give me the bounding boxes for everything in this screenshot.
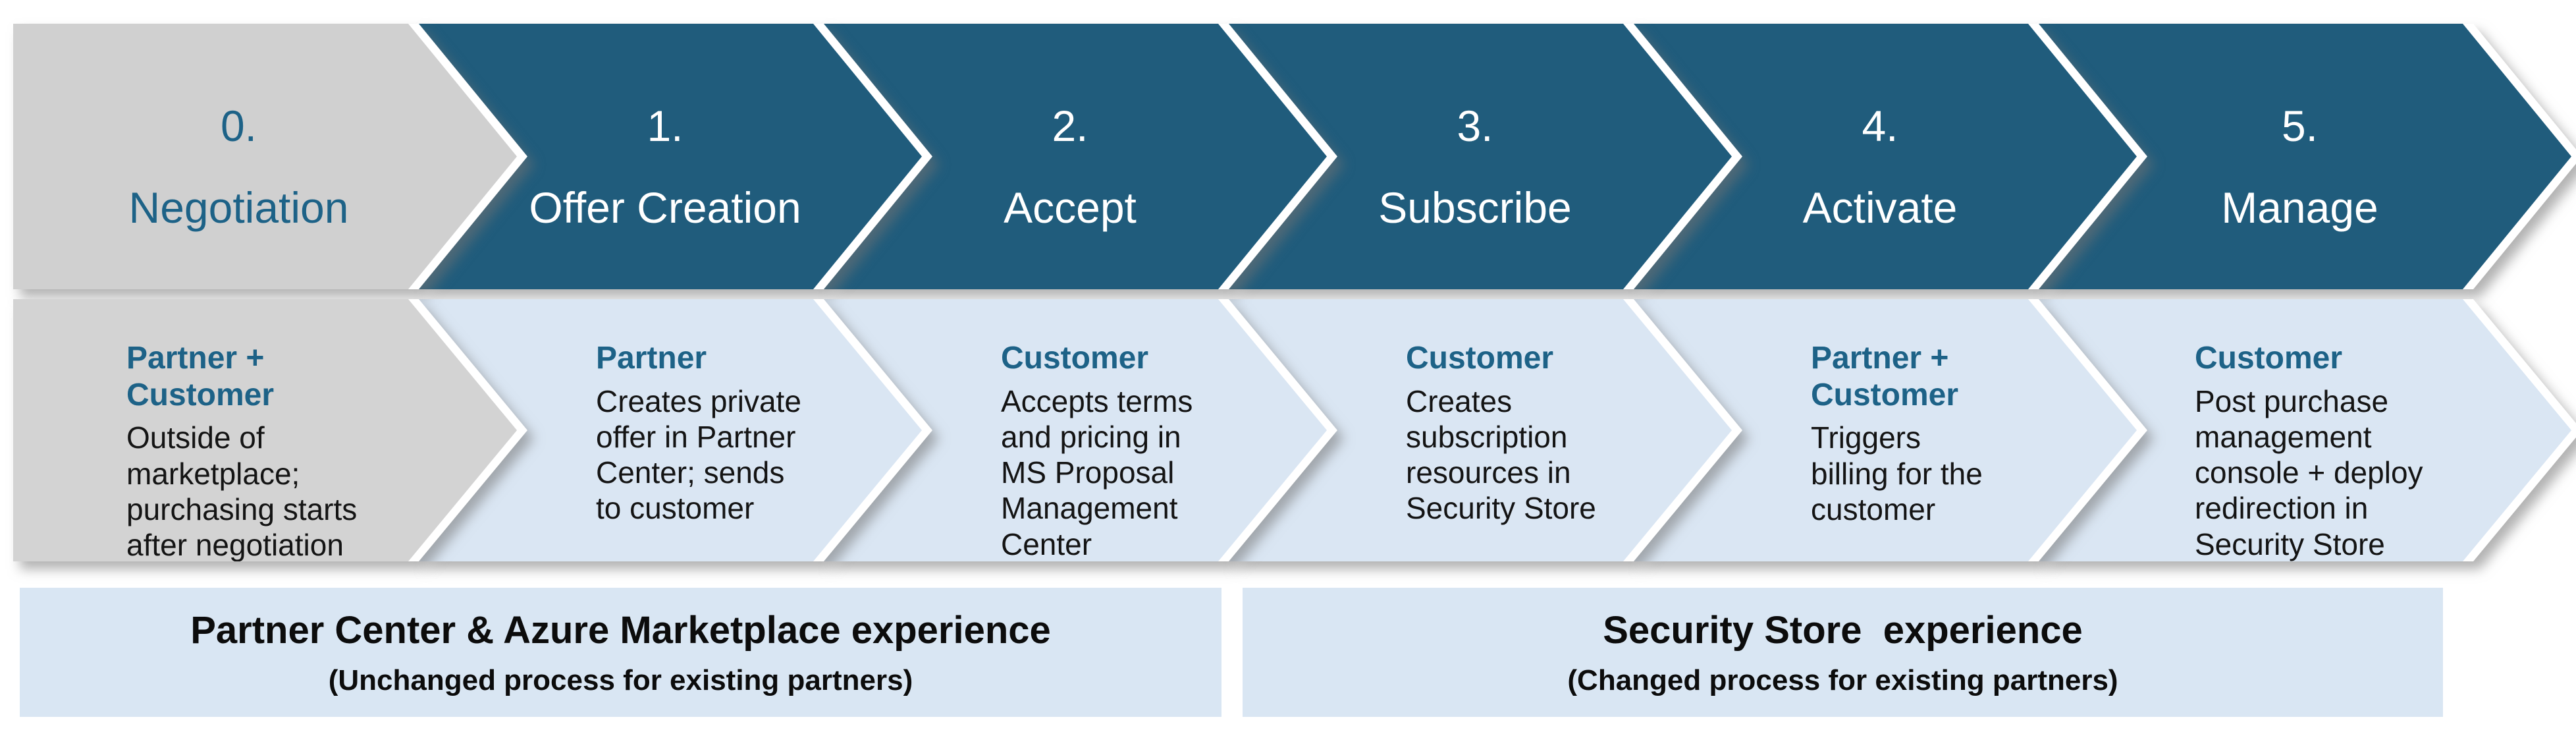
step-description: Creates subscription resources in Securi… (1406, 383, 1596, 526)
step-detail: Customer Post purchase management consol… (2195, 340, 2504, 561)
stage-label: 1. Offer Creation (517, 24, 813, 289)
step-actor: Partner + Customer (1811, 341, 1959, 412)
stage-label: 2. Accept (922, 24, 1218, 289)
step-detail: Partner Creates private offer in Partner… (596, 340, 892, 526)
stage-number: 5. (2281, 101, 2319, 150)
stage-label: 4. Activate (1732, 24, 2028, 289)
step-detail: Partner + Customer Triggers billing for … (1811, 340, 2107, 527)
step-actor: Customer (1406, 341, 1554, 376)
step-description: Outside of marketplace; purchasing start… (126, 420, 358, 563)
chevron-shape: Customer Accepts terms and pricing in MS… (823, 299, 1327, 561)
step-actor: Partner + Customer (126, 341, 275, 412)
stage-title: Accept (1004, 183, 1137, 232)
stage-title: Activate (1802, 183, 1958, 232)
stage-title: Offer Creation (529, 183, 801, 232)
step-actor: Customer (2195, 341, 2343, 376)
stage-number: 1. (647, 101, 684, 150)
step-actor: Customer (1001, 341, 1149, 376)
detail-chevron-accept: Customer Accepts terms and pricing in MS… (823, 299, 1337, 561)
stage-title: Manage (2221, 183, 2378, 232)
band-title: Partner Center & Azure Marketplace exper… (190, 608, 1051, 652)
chevron-shape: 0. Negotiation (13, 24, 517, 289)
stage-number: 2. (1052, 101, 1088, 150)
chevron-shape: Partner + Customer Outside of marketplac… (13, 299, 517, 561)
step-description: Triggers billing for the customer (1811, 420, 1983, 526)
step-actor: Partner (596, 341, 707, 376)
step-detail: Partner + Customer Outside of marketplac… (126, 340, 443, 563)
band-subtitle: (Unchanged process for existing partners… (328, 664, 913, 696)
chevron-shape: Partner Creates private offer in Partner… (418, 299, 922, 561)
experience-band-partner-center: Partner Center & Azure Marketplace exper… (20, 588, 1221, 717)
stage-label: 3. Subscribe (1327, 24, 1623, 289)
stage-chevron-negotiation: 0. Negotiation (13, 24, 527, 289)
step-description: Accepts terms and pricing in MS Proposal… (1001, 383, 1193, 561)
detail-chevron-activate: Partner + Customer Triggers billing for … (1633, 299, 2147, 561)
stage-label: 5. Manage (2137, 24, 2463, 289)
band-title: Security Store experience (1603, 608, 2083, 652)
chevron-shape: Partner + Customer Triggers billing for … (1633, 299, 2137, 561)
stage-number: 0. (220, 101, 257, 150)
step-detail: Customer Creates subscription resources … (1406, 340, 1702, 526)
stage-number: 3. (1457, 101, 1493, 150)
experience-band-security-store: Security Store experience (Changed proce… (1243, 588, 2443, 717)
step-description: Creates private offer in Partner Center;… (596, 383, 801, 526)
detail-chevron-negotiation: Partner + Customer Outside of marketplac… (13, 299, 527, 561)
step-description: Post purchase management console + deplo… (2195, 383, 2423, 561)
stage-label: 0. Negotiation (59, 24, 418, 289)
band-subtitle: (Changed process for existing partners) (1567, 664, 2118, 696)
stage-chevron-activate: 4. Activate (1633, 24, 2147, 289)
stage-number: 4. (1862, 101, 1898, 150)
stage-title: Subscribe (1378, 183, 1572, 232)
detail-chevron-subscribe: Customer Creates subscription resources … (1228, 299, 1742, 561)
step-detail: Customer Accepts terms and pricing in MS… (1001, 340, 1297, 561)
stage-title: Negotiation (128, 183, 349, 232)
